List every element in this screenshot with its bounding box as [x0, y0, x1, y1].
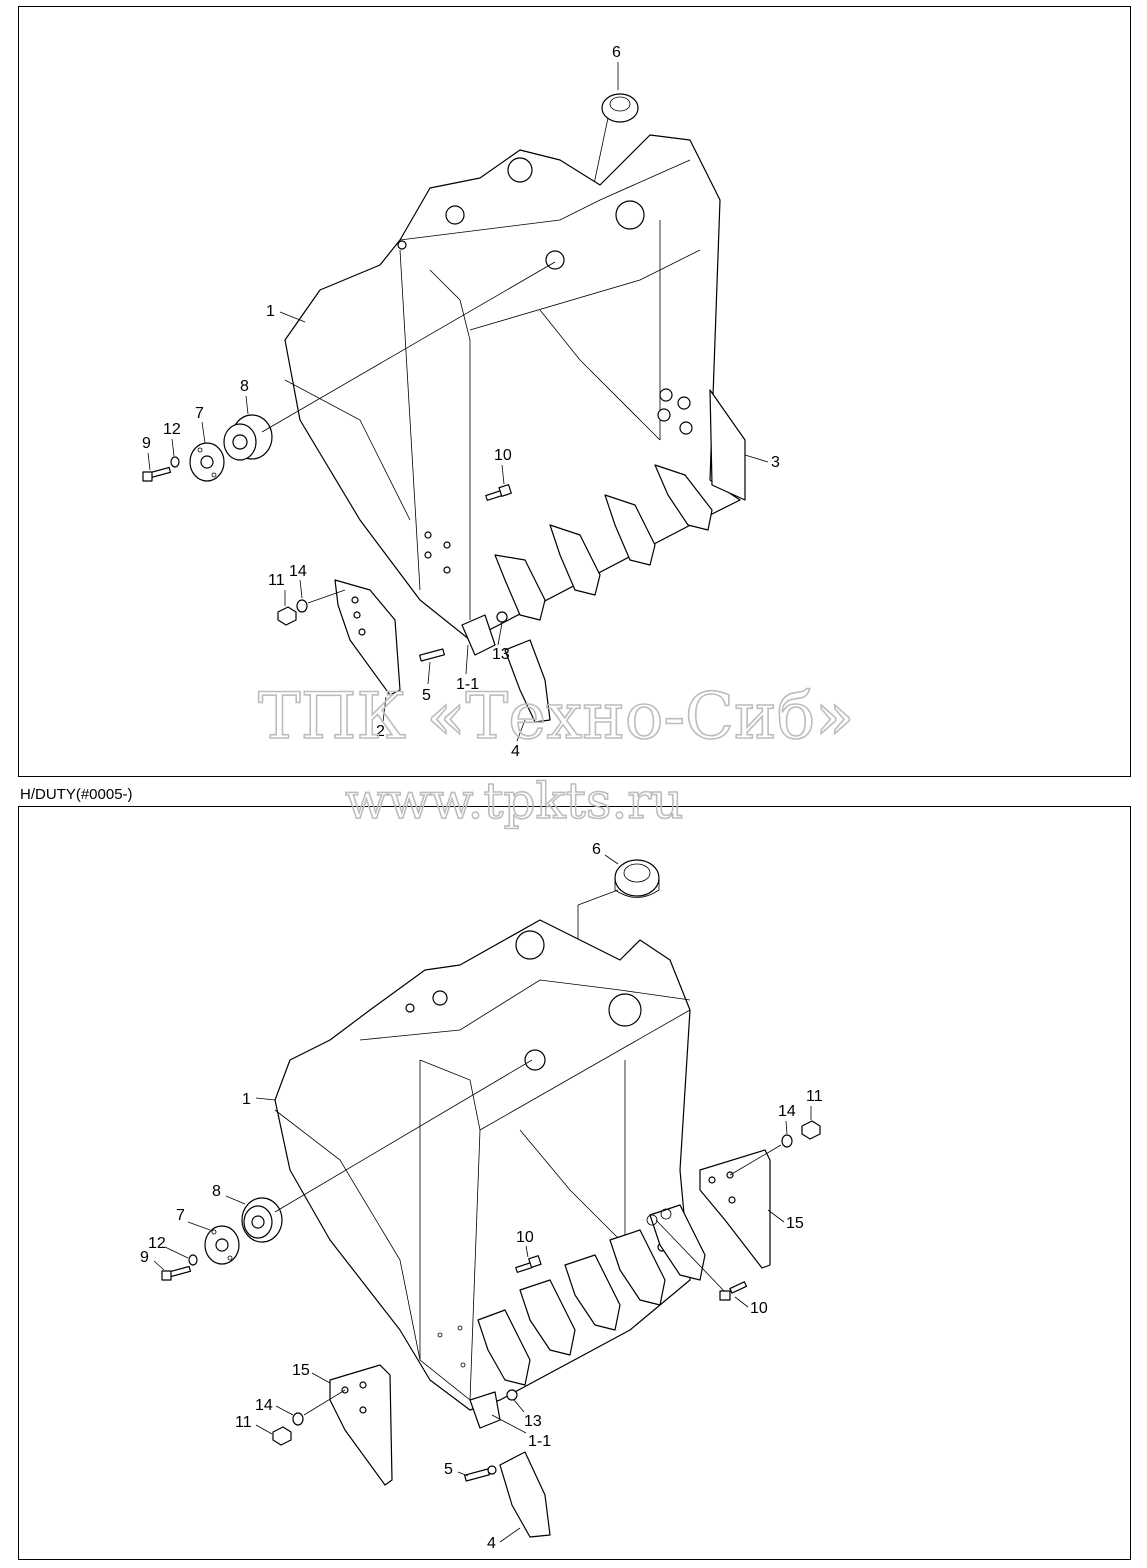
bolt-10 [485, 484, 512, 501]
nut-11-right [801, 1120, 821, 1140]
callout-11: 11 [235, 1414, 252, 1431]
top-teeth-row [461, 464, 713, 656]
top-bucket-assembly [142, 93, 746, 723]
callout-6: 6 [612, 44, 621, 61]
top-callouts: 6 1 8 7 12 9 10 3 11 14 13 1-1 5 2 4 [142, 44, 780, 760]
callout-1: 1 [242, 1091, 251, 1108]
watermark: ТПК «Техно-Сиб» www.tpkts.ru [257, 679, 855, 831]
callout-9: 9 [142, 435, 151, 452]
callout-7: 7 [176, 1207, 185, 1224]
callout-6: 6 [592, 841, 601, 858]
section-label: H/DUTY(#0005-) [20, 786, 133, 803]
callout-11: 11 [806, 1088, 823, 1105]
bolt-10-upper [515, 1255, 542, 1273]
bolt-9 [142, 466, 172, 482]
bolt-10-right [719, 1281, 748, 1301]
washer-14 [296, 599, 308, 613]
washer-13 [506, 1389, 518, 1401]
callout-14: 14 [778, 1103, 796, 1120]
callout-8: 8 [240, 378, 249, 395]
callout-13: 13 [524, 1413, 542, 1430]
tooth-4 [504, 639, 551, 723]
callout-5: 5 [422, 687, 431, 704]
side-cutter-2 [334, 579, 401, 696]
nut-11 [277, 606, 297, 626]
adjuster-8 [223, 414, 273, 461]
callout-15: 15 [786, 1215, 804, 1232]
callout-2: 2 [376, 723, 385, 740]
callout-3: 3 [771, 454, 780, 471]
callout-8: 8 [212, 1183, 221, 1200]
callout-13: 13 [492, 646, 510, 663]
bucket-body [274, 919, 691, 1411]
side-cutter-15-left [329, 1364, 393, 1486]
nut-11-left [272, 1426, 292, 1446]
watermark-company: ТПК «Техно-Сиб» [258, 680, 854, 754]
tooth-4 [499, 1451, 551, 1538]
bottom-bucket-assembly [161, 859, 821, 1538]
adjuster-8 [241, 1197, 283, 1243]
callout-1-1: 1-1 [456, 676, 479, 693]
shim-plate-7 [189, 442, 225, 482]
shim-plate-7 [204, 1225, 240, 1265]
bottom-callouts: 6 1 11 14 8 15 7 10 12 9 10 15 14 11 13 … [140, 841, 823, 1552]
bushing-6 [601, 93, 639, 123]
washer-14-left [292, 1412, 304, 1426]
watermark-url: www.tpkts.ru [345, 772, 684, 830]
washer-13 [496, 611, 508, 623]
bolt-9 [161, 1265, 192, 1281]
callout-12: 12 [163, 421, 181, 438]
callout-4: 4 [487, 1535, 496, 1552]
callout-1: 1 [266, 303, 275, 320]
washer-12 [188, 1254, 198, 1266]
callout-1-1: 1-1 [528, 1433, 551, 1450]
callout-15: 15 [292, 1362, 310, 1379]
callout-10: 10 [516, 1229, 534, 1246]
callout-14: 14 [255, 1397, 273, 1414]
callout-10: 10 [750, 1300, 768, 1317]
washer-12 [170, 456, 180, 468]
callout-11: 11 [268, 572, 285, 589]
callout-7: 7 [195, 405, 204, 422]
pin-5 [419, 648, 445, 662]
washer-14-right [781, 1134, 793, 1148]
callout-14: 14 [289, 563, 307, 580]
bushing-6 [614, 859, 660, 898]
callout-12: 12 [148, 1235, 166, 1252]
side-cutter-15-right [699, 1149, 771, 1269]
callout-4: 4 [511, 743, 520, 760]
callout-5: 5 [444, 1461, 453, 1478]
pin-5 [464, 1465, 497, 1482]
callout-10: 10 [494, 447, 512, 464]
callout-9: 9 [140, 1249, 149, 1266]
